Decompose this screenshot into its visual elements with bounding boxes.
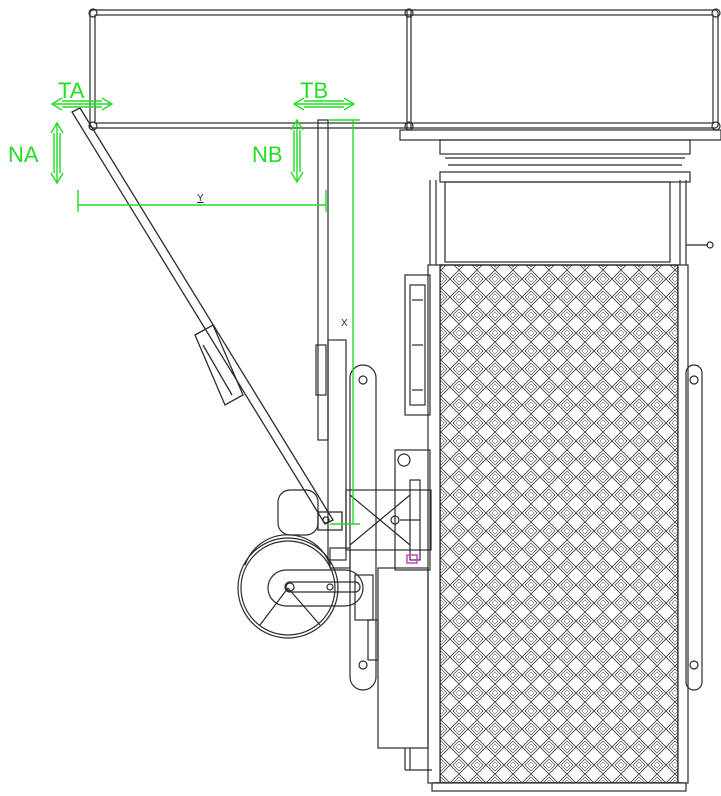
na-label: NA (8, 142, 39, 167)
right-side-rail (685, 364, 703, 691)
motor-reel-assembly (237, 489, 374, 639)
left-cylinder-assembly (349, 274, 432, 771)
nb-label: NB (252, 142, 283, 167)
platform-deck (427, 264, 689, 792)
x-dimension-line (328, 119, 360, 525)
nb-dimension-arrow (290, 118, 304, 184)
ta-label: TA (58, 78, 85, 103)
tb-label: TB (300, 78, 328, 103)
mast-column (315, 119, 432, 561)
y-dimension-line (77, 190, 327, 212)
x-label: X (341, 318, 348, 329)
ta-dimension-arrow (50, 97, 114, 111)
dimension-lines (50, 97, 360, 525)
y-label: Y (197, 193, 204, 204)
tb-dimension-arrow (292, 97, 356, 111)
tilted-guard-arm (71, 107, 343, 531)
top-railing (88, 8, 721, 131)
na-dimension-arrow (50, 121, 64, 185)
accent-marker (406, 554, 418, 564)
